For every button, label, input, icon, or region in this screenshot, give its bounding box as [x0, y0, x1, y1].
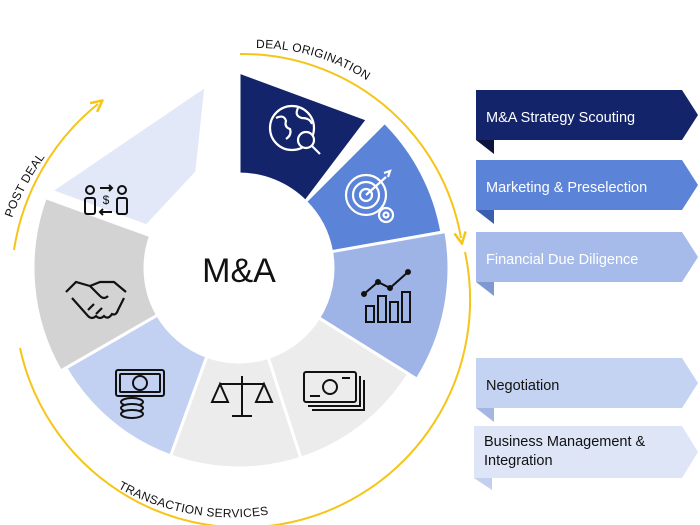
- banner-business-management: Business Management & Integration: [474, 426, 698, 504]
- people-exchange-icon: $: [84, 184, 128, 216]
- growth-chart-icon: [361, 269, 411, 323]
- globe-search-icon: [268, 104, 321, 155]
- center-circle: [145, 174, 333, 362]
- svg-text:$: $: [103, 193, 110, 207]
- cash-stack-icon: [303, 371, 365, 411]
- center-label: M&A: [202, 252, 276, 290]
- deal-origination-label: DEAL ORIGINATION: [256, 37, 373, 83]
- banner-label: Marketing & Preselection: [486, 179, 648, 196]
- banner-negotiation: Negotiation: [476, 358, 700, 436]
- origination-arc: [239, 52, 461, 238]
- handshake-icon: [65, 280, 127, 320]
- post-deal-arc: [13, 104, 98, 251]
- transaction-services-label: TRANSACTION SERVICES: [117, 478, 270, 520]
- target-gear-icon: [344, 169, 395, 224]
- wheel-segment-people-exchange: [47, 82, 208, 228]
- scales-icon: [210, 376, 274, 417]
- banner-marketing-preselection: Marketing & Preselection: [476, 160, 700, 238]
- banner-label: Financial Due Diligence: [486, 251, 639, 268]
- banner-shape: [476, 160, 698, 224]
- transaction-arc: [19, 251, 472, 525]
- banner-strategy-scouting: M&A Strategy Scouting: [476, 90, 700, 168]
- banner-label: Negotiation: [486, 377, 560, 394]
- banner-label: Business Management & Integration: [484, 434, 646, 469]
- banner-shape: [474, 426, 698, 490]
- banner-financial-due-diligence: Financial Due Diligence: [476, 232, 700, 310]
- banner-shape: [476, 358, 698, 422]
- banner-shape: [476, 90, 698, 154]
- money-coins-icon: [115, 369, 165, 419]
- banner-shape: [476, 232, 698, 296]
- banner-label: M&A Strategy Scouting: [486, 109, 636, 126]
